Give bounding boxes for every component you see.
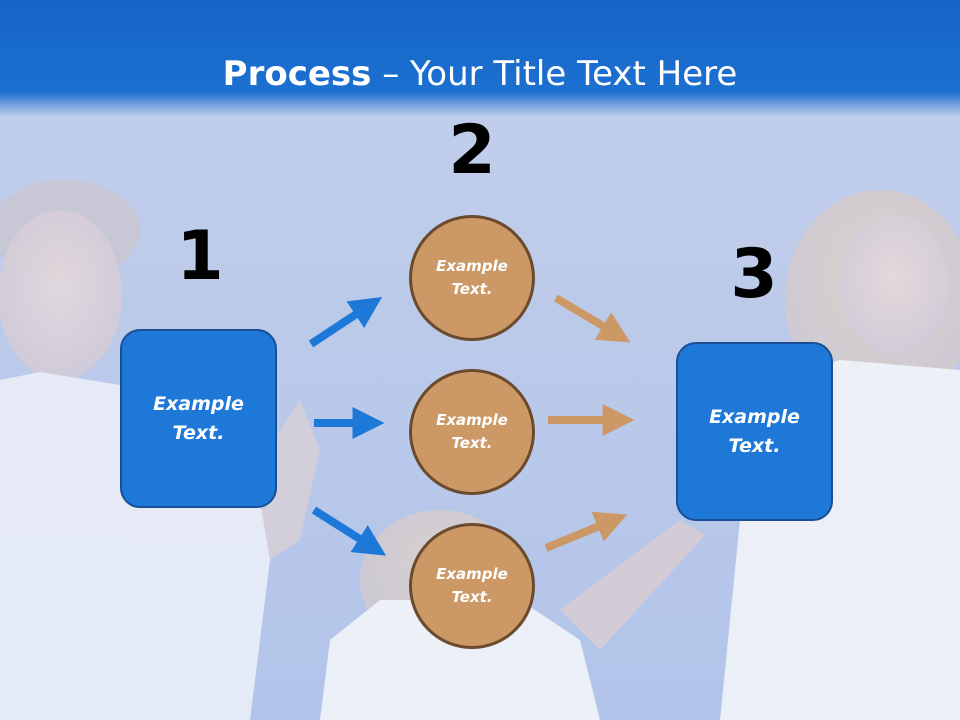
step-3-text: Example Text. xyxy=(709,403,800,461)
step-2-circle-bottom-text: Example Text. xyxy=(436,563,508,609)
title-dash: – xyxy=(371,54,411,94)
step-3-number: 3 xyxy=(730,235,778,314)
arrow-1-to-2c xyxy=(311,506,387,556)
step-2-circle-bottom[interactable]: Example Text. xyxy=(409,523,535,649)
title-bold: Process xyxy=(222,54,372,94)
step-2-circle-middle-text: Example Text. xyxy=(436,409,508,455)
circle-top-line-1: Example xyxy=(436,257,508,275)
step-3-box[interactable]: Example Text. xyxy=(676,342,833,521)
step-1-box[interactable]: Example Text. xyxy=(120,329,277,508)
step-1-line-1: Example xyxy=(153,392,244,415)
step-1-number: 1 xyxy=(176,217,224,296)
step-2-number: 2 xyxy=(448,111,496,190)
circle-middle-line-2: Text. xyxy=(451,434,493,452)
title-rest: Your Title Text Here xyxy=(410,54,738,94)
circle-bottom-line-1: Example xyxy=(436,565,508,583)
step-2-circle-top[interactable]: Example Text. xyxy=(409,215,535,341)
title-bar xyxy=(0,0,960,118)
step-2-circle-top-text: Example Text. xyxy=(436,255,508,301)
step-2-circle-middle[interactable]: Example Text. xyxy=(409,369,535,495)
circle-bottom-line-2: Text. xyxy=(451,588,493,606)
step-3-line-2: Text. xyxy=(728,434,781,457)
arrow-2c-to-3 xyxy=(544,511,628,552)
arrow-1-to-2a xyxy=(308,297,383,348)
step-1-text: Example Text. xyxy=(153,390,244,448)
circle-top-line-2: Text. xyxy=(451,280,493,298)
circle-middle-line-1: Example xyxy=(436,411,508,429)
arrow-2a-to-3 xyxy=(553,294,631,343)
step-3-line-1: Example xyxy=(709,405,800,428)
step-1-line-2: Text. xyxy=(172,421,225,444)
slide-title: Process – Your Title Text Here xyxy=(0,52,960,96)
